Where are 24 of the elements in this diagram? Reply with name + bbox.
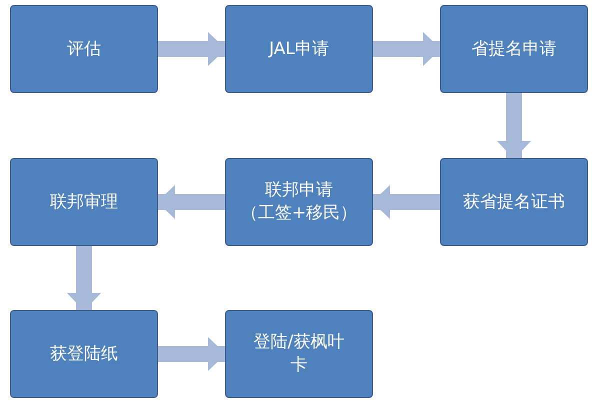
- box-label: （工签+移民）: [240, 202, 358, 225]
- arrow: [372, 185, 440, 219]
- process-box: [440, 5, 588, 93]
- box-label: 获省提名证书: [463, 190, 565, 214]
- arrow: [158, 32, 226, 66]
- box-label: JAL申请: [269, 38, 329, 60]
- arrow: [373, 32, 441, 66]
- box-label: 评估: [67, 38, 101, 60]
- process-box: [225, 310, 373, 398]
- arrow: [158, 337, 226, 371]
- box-label: 登陆/获枫叶卡: [252, 331, 346, 377]
- process-box: [225, 5, 373, 93]
- arrow: [497, 93, 531, 159]
- box-label: 联邦审理: [50, 190, 118, 214]
- process-box: [440, 158, 588, 246]
- process-box: [10, 5, 158, 93]
- box-label: 获登陆纸: [50, 342, 118, 366]
- box-label: 联邦申请: [265, 179, 333, 202]
- process-box: [10, 310, 158, 398]
- process-box: [10, 158, 158, 246]
- process-box: [225, 158, 373, 246]
- arrow: [157, 185, 225, 219]
- box-label: 省提名申请: [472, 38, 556, 60]
- arrow: [67, 246, 101, 311]
